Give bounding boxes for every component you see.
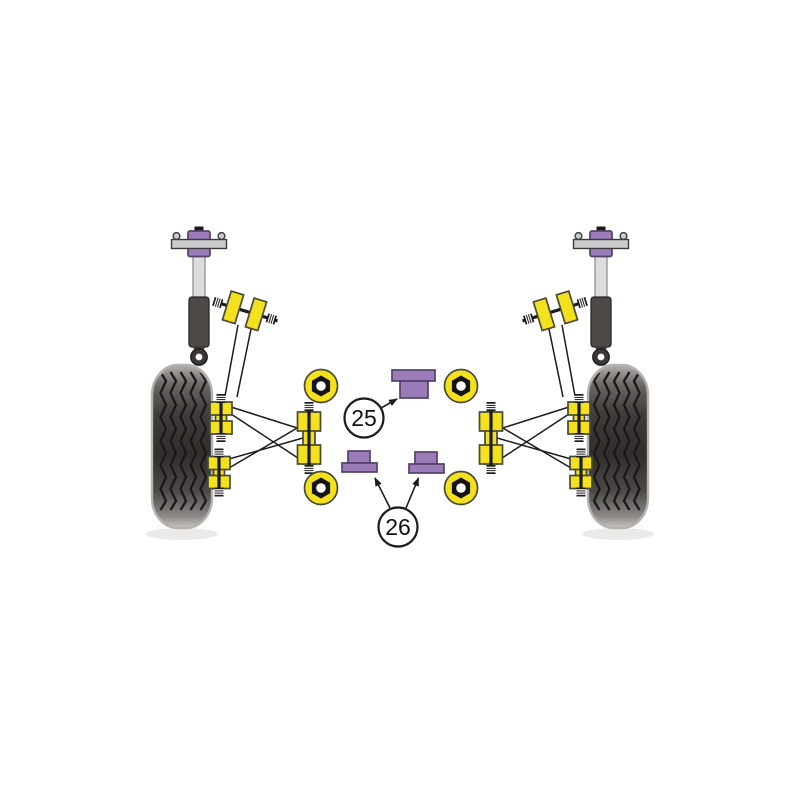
suspension-assembly-left [152,227,321,529]
callout-25: 25 [343,397,398,439]
suspension-assembly-right [480,227,649,529]
round-bush-bottom-left [303,470,339,506]
callout-26-arrow-right [405,477,420,509]
callout-26: 26 [374,477,420,548]
callout-25-label: 25 [351,405,377,431]
callout-26-circle [377,506,419,548]
wheel-shadow-right [582,528,654,540]
callout-26-arrow-left [374,477,391,509]
round-bush-top-left [303,368,339,404]
callout-25-arrow [380,398,398,409]
callout-25-circle [343,397,385,439]
part-26-bush-left [341,450,378,473]
wheel-shadow-left [146,528,218,540]
part-26-bush-right [408,451,445,474]
round-bush-bottom-right [443,470,479,506]
round-bush-top-right [443,368,479,404]
part-25-bush [391,369,436,399]
callout-26-label: 26 [385,514,411,540]
